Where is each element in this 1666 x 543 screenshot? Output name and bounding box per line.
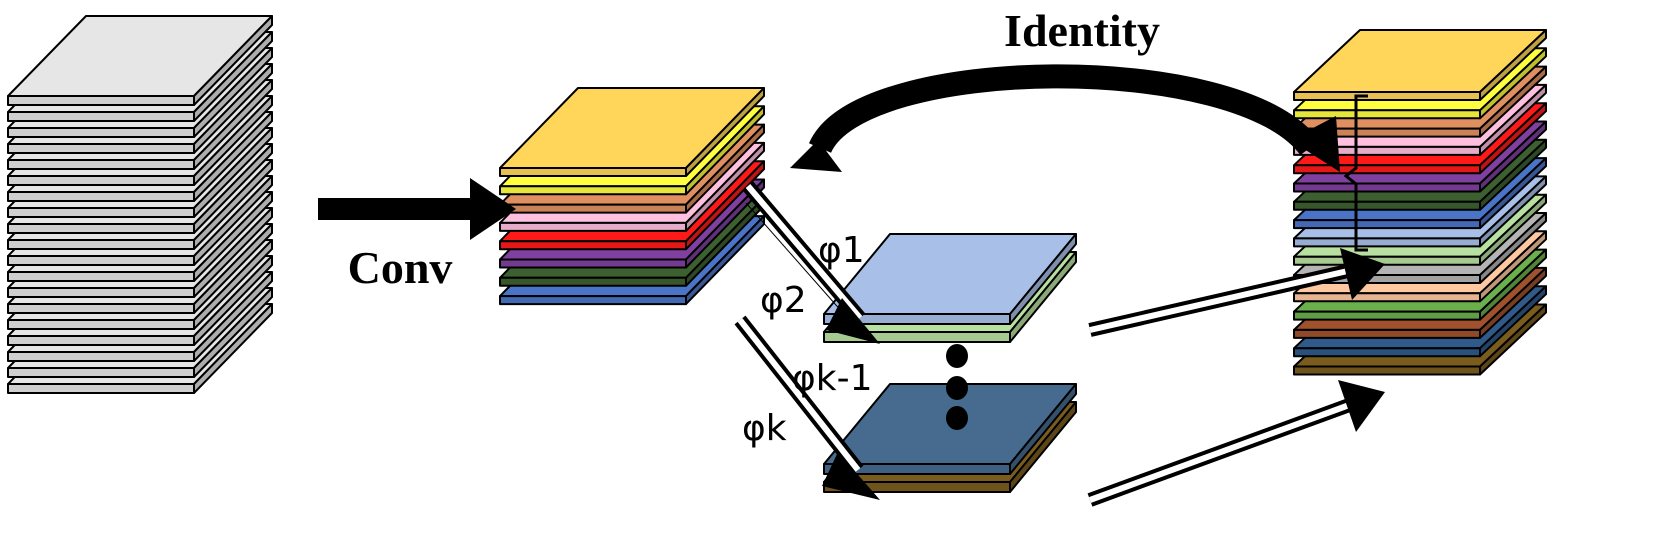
ellipsis-dot [946,406,968,430]
output-layer [1293,29,1547,101]
phi2-arrow [745,202,859,331]
identity-arrow [790,64,1340,172]
identity-label: Identity [1004,5,1160,56]
phi2-label: φ2 [760,280,807,321]
middle-layer [499,87,765,177]
middle-stack [499,87,765,306]
feature-group-1 [823,233,1077,343]
conv-arrow [318,178,516,240]
identity-bracket [1343,94,1368,252]
ellipsis-dots [946,344,968,430]
feature-group-k [823,383,1077,493]
conv-label: Conv [348,242,453,293]
output-stack [1293,29,1547,376]
phi1-label: φ1 [818,230,865,271]
phik-label: φk [742,408,787,449]
input-layer [7,15,273,106]
group1-layer [823,233,1077,325]
group2-to-output-arrow [1087,380,1385,507]
phik1-label: φk-1 [792,358,873,399]
ellipsis-dot [946,376,968,400]
phik-arrow [734,315,880,500]
input-stack [7,15,273,394]
ellipsis-dot [946,344,968,368]
group1-to-output-arrow [1088,248,1385,337]
